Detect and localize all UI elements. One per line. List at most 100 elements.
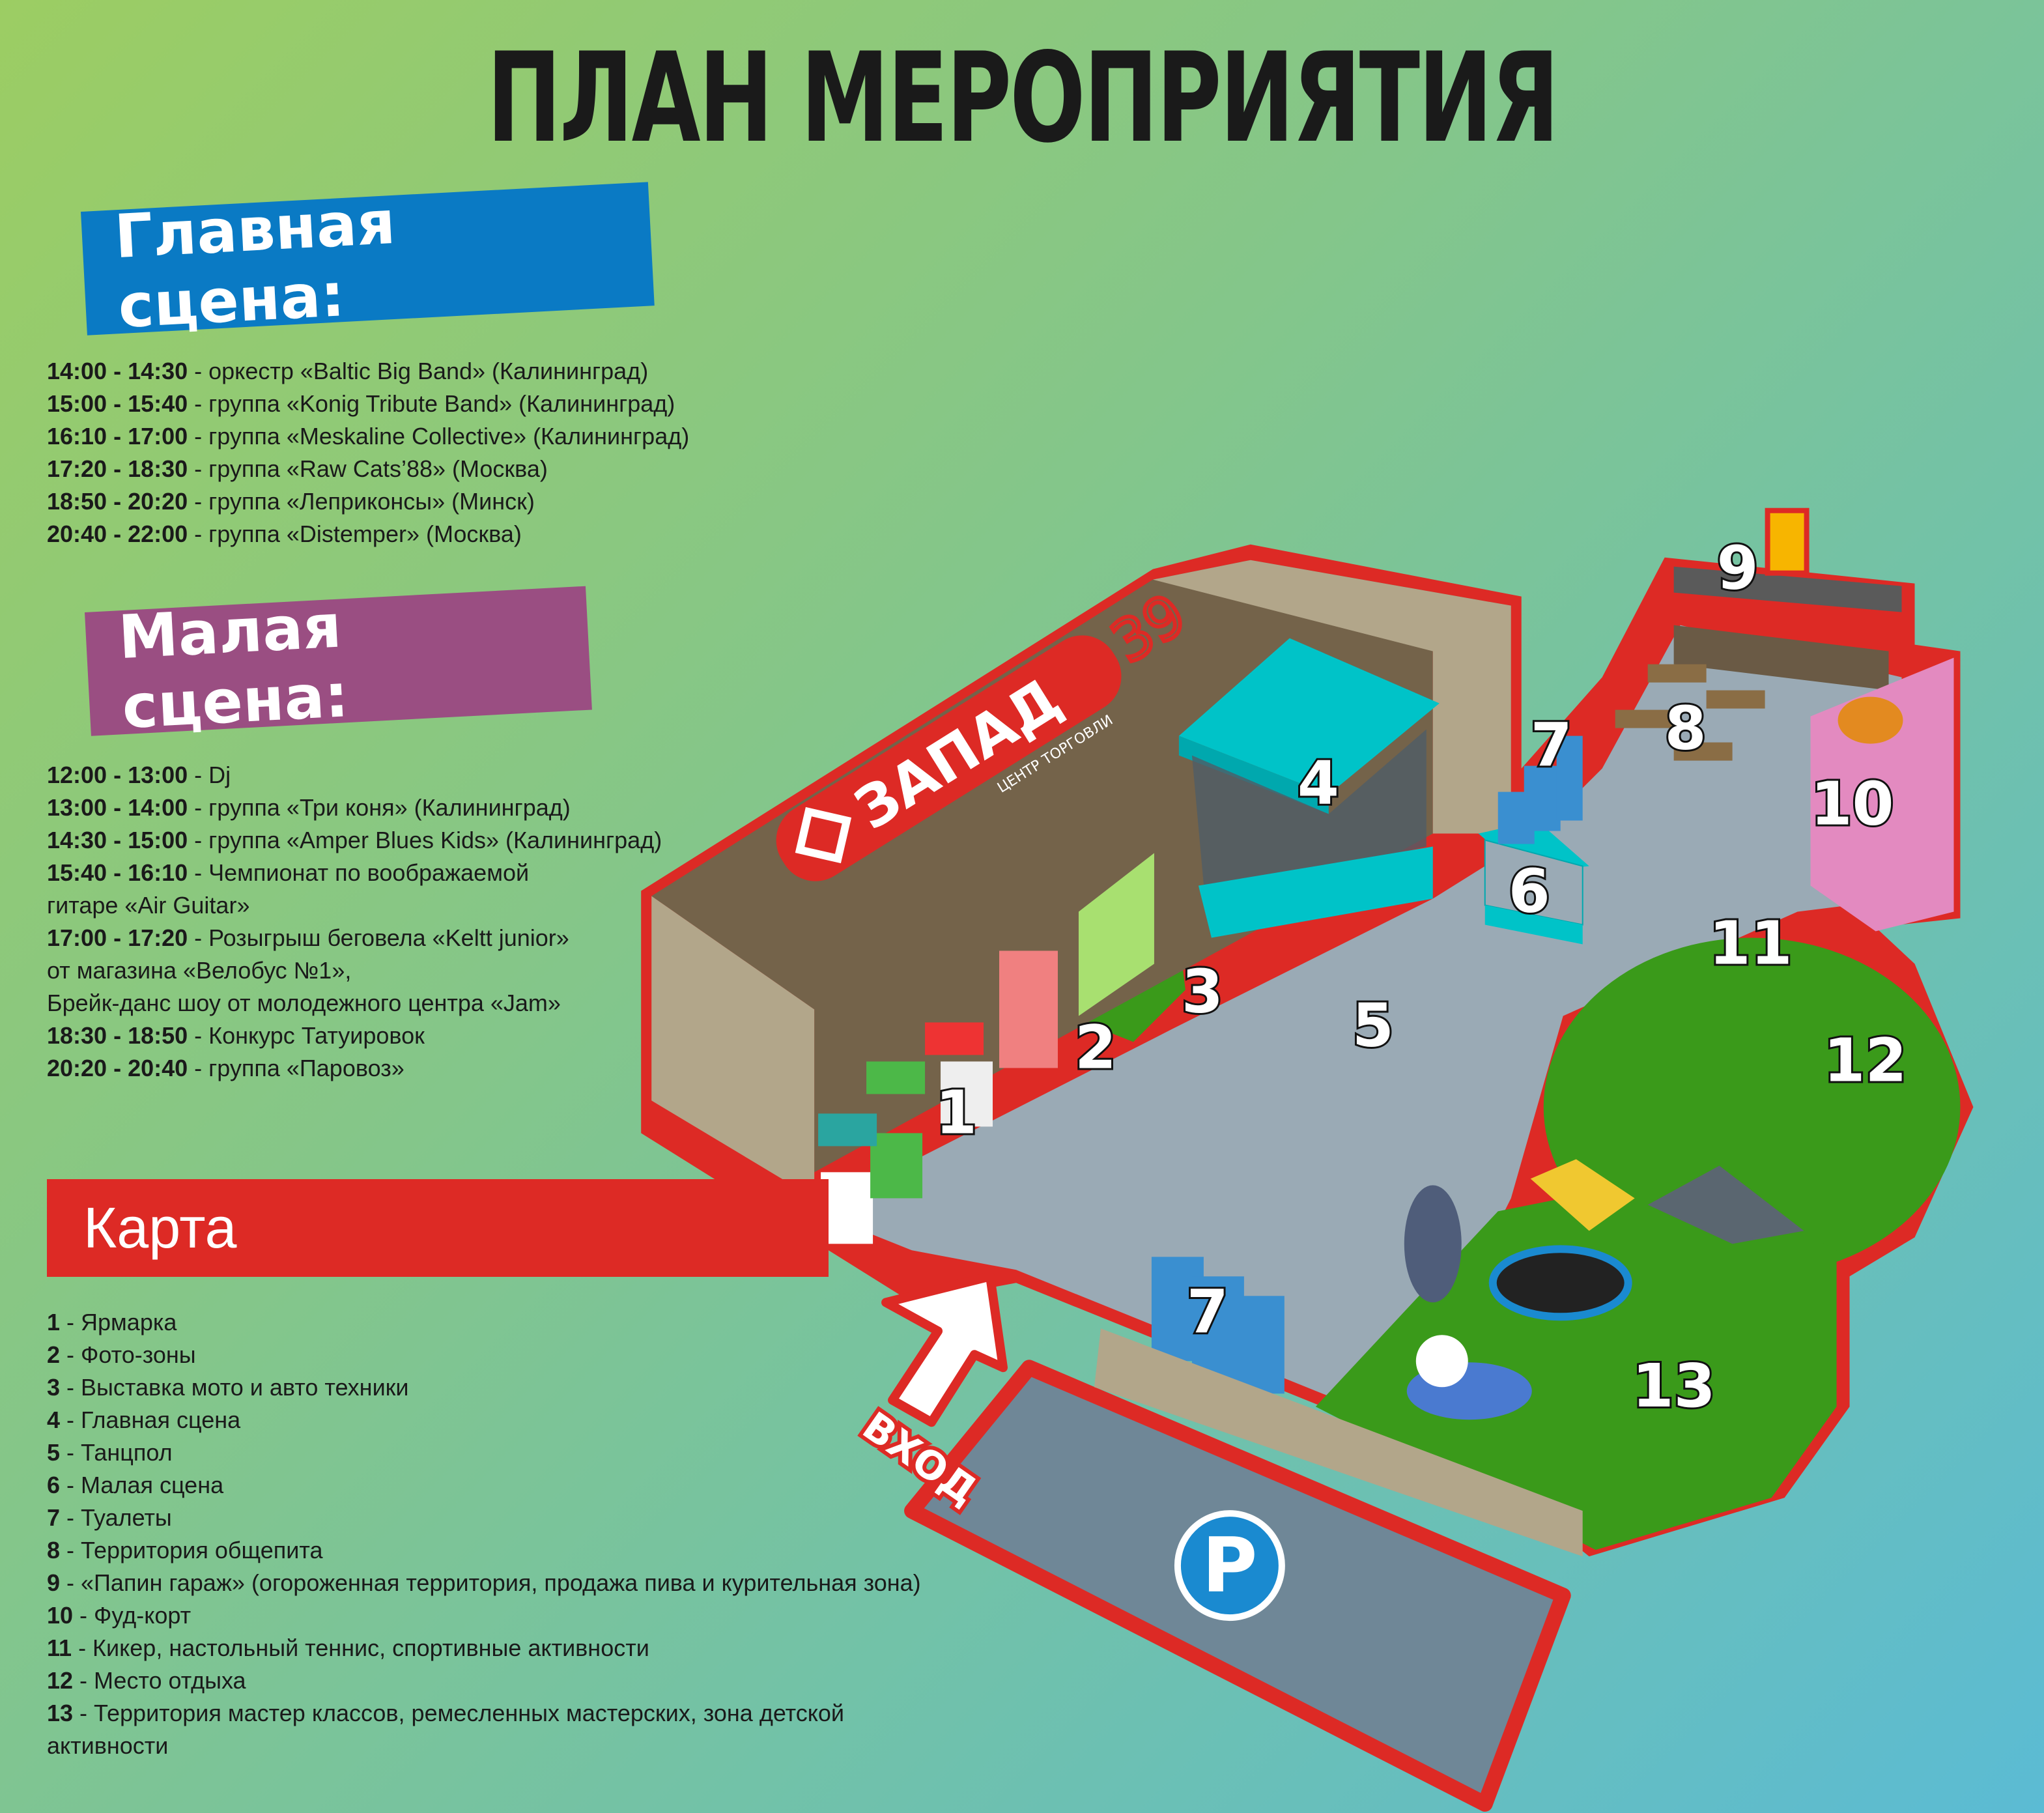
parking-label: P: [1202, 1522, 1257, 1610]
marker-7-bottom: 7: [1187, 1277, 1228, 1347]
small-stage-heading: Малая сцена:: [85, 586, 592, 742]
toilets-top: [1498, 735, 1583, 844]
item-text: - «Папин гараж» (огороженная территория,…: [60, 1569, 921, 1596]
map-heading-text: Карта: [83, 1195, 237, 1260]
list-item: 17:00 - 17:20 - Розыгрыш беговела «Keltt…: [47, 922, 662, 954]
item-key: 20:20 - 20:40: [47, 1055, 188, 1081]
list-item: 16:10 - 17:00 - группа «Meskaline Collec…: [47, 420, 689, 453]
marker-8: 8: [1665, 694, 1707, 764]
list-item: 14:30 - 15:00 - группа «Amper Blues Kids…: [47, 824, 662, 857]
building-back: [1152, 560, 1511, 834]
list-item: 7 - Туалеты: [47, 1502, 921, 1534]
item-key: 14:00 - 14:30: [47, 358, 188, 384]
item-key: 8: [47, 1537, 61, 1563]
item-key: 18:50 - 20:20: [47, 488, 188, 515]
marker-11: 11: [1709, 908, 1793, 978]
item-key: 13:00 - 14:00: [47, 794, 188, 821]
small-stage-heading-text: Малая сцена:: [117, 591, 350, 743]
marker-7-top: 7: [1531, 711, 1572, 780]
list-item: 3 - Выставка мото и авто техники: [47, 1371, 921, 1404]
list-item: 11 - Кикер, настольный теннис, спортивны…: [47, 1632, 921, 1664]
item-text: - Ярмарка: [60, 1309, 177, 1335]
market-stalls: [818, 1022, 993, 1244]
main-stage-heading: Главная сцена:: [81, 182, 655, 341]
item-text: - Чемпионат по воображаемой: [188, 859, 530, 886]
list-item: гитаре «Air Guitar»: [47, 889, 662, 922]
item-key: 15:00 - 15:40: [47, 390, 188, 417]
item-text: - Фуд-корт: [73, 1602, 192, 1629]
item-key: 10: [47, 1602, 74, 1629]
list-item: 10 - Фуд-корт: [47, 1599, 921, 1632]
item-text: активности: [47, 1732, 169, 1759]
list-item: от магазина «Велобус №1»,: [47, 954, 662, 987]
item-text: - Dj: [188, 762, 231, 788]
marker-3: 3: [1182, 956, 1223, 1026]
item-text: - Танцпол: [60, 1439, 173, 1466]
marker-9: 9: [1717, 534, 1759, 603]
photo-zone-board: [1078, 853, 1154, 1016]
item-key: 5: [47, 1439, 61, 1466]
item-text: - Кикер, настольный теннис, спортивные а…: [72, 1635, 649, 1661]
item-text: - Место отдыха: [73, 1667, 246, 1694]
list-item: 2 - Фото-зоны: [47, 1339, 921, 1371]
burger-icon: [1838, 696, 1903, 744]
item-key: 7: [47, 1504, 61, 1531]
item-text: - группа «Distemper» (Москва): [188, 521, 522, 547]
main-stage-heading-text: Главная сцена:: [113, 187, 397, 342]
item-key: 4: [47, 1406, 61, 1433]
item-text: - Туалеты: [60, 1504, 172, 1531]
item-text: - Главная сцена: [60, 1406, 241, 1433]
list-item: 9 - «Папин гараж» (огороженная территори…: [47, 1567, 921, 1599]
list-item: 20:20 - 20:40 - группа «Паровоз»: [47, 1052, 662, 1085]
pub-bar: [1673, 566, 1902, 612]
dance-floor-ground: [814, 625, 1902, 1407]
item-text: - Выставка мото и авто техники: [60, 1374, 409, 1401]
item-key: 12: [47, 1667, 74, 1694]
list-item: 20:40 - 22:00 - группа «Distemper» (Моск…: [47, 518, 689, 550]
parking-wall: [1094, 1328, 1583, 1557]
marker-1: 1: [935, 1078, 977, 1147]
item-key: 12:00 - 13:00: [47, 762, 188, 788]
item-key: 17:00 - 17:20: [47, 924, 188, 951]
item-text: - группа «Konig Tribute Band» (Калинингр…: [188, 390, 675, 417]
marker-5: 5: [1352, 990, 1394, 1060]
list-item: 18:30 - 18:50 - Конкурс Татуировок: [47, 1020, 662, 1052]
marker-4: 4: [1298, 749, 1339, 818]
page-title: ПЛАН МЕРОПРИЯТИЯ: [487, 26, 1559, 170]
item-key: 13: [47, 1700, 74, 1726]
list-item: 6 - Малая сцена: [47, 1469, 921, 1502]
entrance-arrow-icon: [881, 1272, 1008, 1427]
item-key: 14:30 - 15:00: [47, 827, 188, 853]
item-text: - Розыгрыш беговела «Keltt junior»: [188, 924, 569, 951]
parking-icon: [1174, 1510, 1285, 1621]
beer-icon: [1765, 507, 1810, 576]
list-item: 12 - Место отдыха: [47, 1664, 921, 1697]
craft-tent: [1647, 1165, 1804, 1244]
list-item: Брейк-данс шоу от молодежного центра «Ja…: [47, 987, 662, 1020]
list-item: 8 - Территория общепита: [47, 1534, 921, 1567]
list-item: 14:00 - 14:30 - оркестр «Baltic Big Band…: [47, 355, 689, 388]
item-text: - Конкурс Татуировок: [188, 1022, 425, 1049]
list-item: 18:50 - 20:20 - группа «Леприконсы» (Мин…: [47, 485, 689, 518]
marker-2: 2: [1075, 1012, 1116, 1082]
pub-counter: [1673, 625, 1889, 691]
list-item: 17:20 - 18:30 - группа «Raw Cats’88» (Мо…: [47, 453, 689, 485]
item-text: - группа «Три коня» (Калининград): [188, 794, 571, 821]
main-stage-schedule: 14:00 - 14:30 - оркестр «Baltic Big Band…: [47, 355, 689, 550]
main-stage: [1178, 638, 1440, 938]
item-key: 6: [47, 1472, 61, 1498]
item-key: 20:40 - 22:00: [47, 521, 188, 547]
photo-zone-booth: [999, 950, 1058, 1068]
tables: [1615, 664, 1765, 761]
item-text: - Территория мастер классов, ремесленных…: [73, 1700, 845, 1726]
item-key: 1: [47, 1309, 61, 1335]
building-roof-edge: [651, 896, 815, 1199]
item-key: 3: [47, 1374, 61, 1401]
item-text: - группа «Паровоз»: [188, 1055, 405, 1081]
item-text: - группа «Amper Blues Kids» (Калининград…: [188, 827, 662, 853]
item-text: - Территория общепита: [60, 1537, 323, 1563]
list-item: 13:00 - 14:00 - группа «Три коня» (Калин…: [47, 792, 662, 824]
